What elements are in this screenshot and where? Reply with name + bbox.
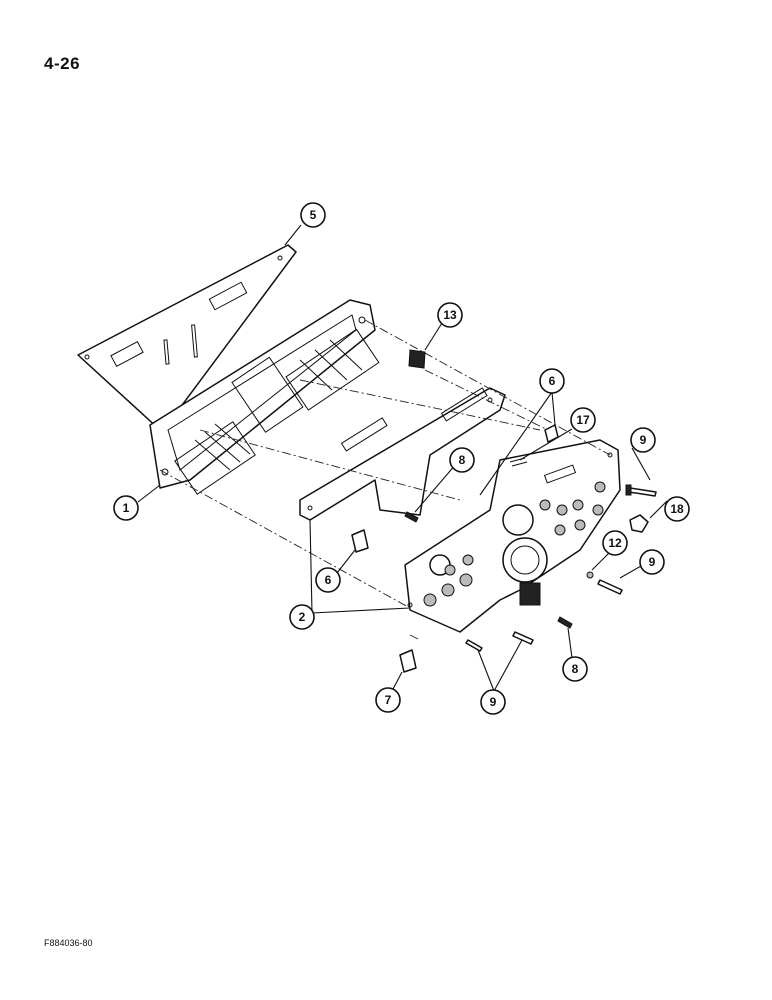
svg-text:9: 9 — [640, 433, 647, 447]
svg-text:9: 9 — [649, 555, 656, 569]
clip-13 — [408, 349, 426, 369]
svg-text:6: 6 — [549, 374, 556, 388]
svg-text:12: 12 — [608, 536, 622, 550]
svg-text:9: 9 — [490, 695, 497, 709]
screw-9-right — [597, 579, 623, 595]
svg-text:8: 8 — [572, 662, 579, 676]
svg-text:2: 2 — [299, 610, 306, 624]
svg-text:13: 13 — [443, 308, 457, 322]
washer-12 — [586, 571, 594, 579]
svg-text:6: 6 — [325, 573, 332, 587]
screws-9-bottom — [465, 631, 534, 652]
screw-8-top — [404, 511, 419, 523]
callout-6-bottom: 6 — [315, 567, 341, 593]
gauge-panel — [404, 439, 621, 633]
callout-9-bottom: 9 — [480, 689, 506, 715]
callout-9-right: 9 — [639, 549, 665, 575]
callout-13: 13 — [437, 302, 463, 328]
page-number: 4-26 — [44, 54, 81, 73]
callout-8-top: 8 — [449, 447, 475, 473]
svg-text:1: 1 — [123, 501, 130, 515]
callout-18: 18 — [664, 496, 690, 522]
mounting-bracket — [299, 387, 506, 521]
alignment-lines — [159, 319, 611, 641]
screw-9-top — [625, 484, 657, 497]
spacer-6-top — [544, 424, 559, 443]
svg-text:7: 7 — [385, 693, 392, 707]
callout-2: 2 — [289, 604, 315, 630]
callout-12: 12 — [602, 530, 628, 556]
svg-text:18: 18 — [670, 502, 684, 516]
instrument-housing — [149, 299, 380, 495]
callout-1: 1 — [113, 495, 139, 521]
nut-18 — [629, 514, 649, 533]
callout-5: 5 — [300, 202, 326, 228]
callout-9-top: 9 — [630, 427, 656, 453]
svg-text:5: 5 — [310, 208, 317, 222]
svg-text:17: 17 — [576, 413, 590, 427]
callout-17: 17 — [570, 407, 596, 433]
leader-lines — [137, 224, 668, 692]
callout-8-bottom: 8 — [562, 656, 588, 682]
callout-7: 7 — [375, 687, 401, 713]
svg-text:8: 8 — [459, 453, 466, 467]
screw-8-bottom — [557, 616, 573, 629]
spacer-7 — [399, 649, 417, 673]
callout-6-top: 6 — [539, 368, 565, 394]
spacer-6-bottom — [351, 529, 369, 553]
figure-code: F884036-80 — [44, 938, 93, 948]
